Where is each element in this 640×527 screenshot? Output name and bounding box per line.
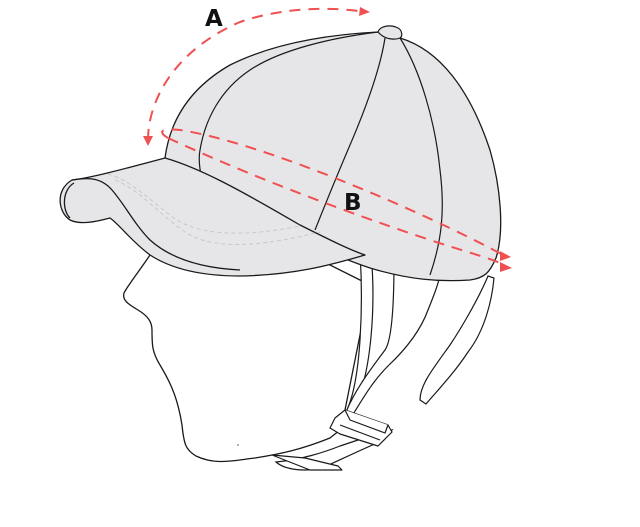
arrow-a-start-icon [143, 136, 153, 146]
visor-stitching [107, 173, 321, 245]
arrow-a-end-icon [359, 7, 370, 16]
measurement-label-b: B [344, 190, 362, 216]
measurement-a-arc [147, 7, 366, 141]
strap-buckle-icon [271, 409, 393, 471]
cap-button-icon [377, 25, 403, 40]
cap-visor [59, 157, 366, 277]
arrow-b-lower-icon [500, 262, 512, 272]
head-outline [122, 249, 371, 463]
measurement-label-a: A [205, 6, 223, 32]
head-detail-dot [237, 444, 239, 446]
arrow-b-upper-icon [500, 251, 511, 261]
measurement-b-loop [161, 128, 506, 266]
